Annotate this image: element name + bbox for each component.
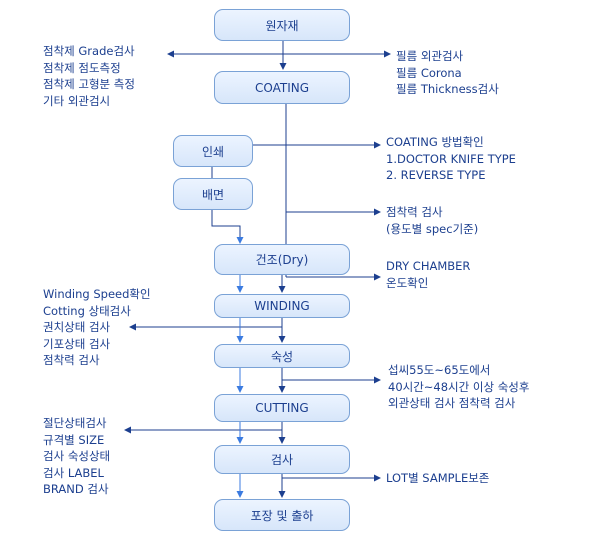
note-line: 점착제 점도측정 — [43, 60, 121, 75]
note-line: 외관상태 검사 점착력 검사 — [388, 396, 516, 410]
note-line: 검사 LABEL — [43, 465, 104, 480]
step-packing: 포장 및 출하 — [214, 499, 350, 531]
note-line: 절단상태검사 — [43, 416, 107, 430]
note-line: 2. REVERSE TYPE — [386, 168, 486, 182]
note-line: 검사 숙성상태 — [43, 449, 111, 463]
step-raw-material: 원자재 — [214, 9, 350, 41]
note-line: BRAND 검사 — [43, 482, 109, 496]
note-line: 온도확인 — [386, 275, 429, 290]
step-coating: COATING — [214, 71, 350, 104]
note-line: 기포상태 검사 — [43, 336, 111, 351]
note-line: 필름 외관검사 — [396, 49, 464, 63]
note-film-checks: 필름 외관검사 필름 Corona 필름 Thickness검사 — [396, 48, 499, 98]
note-line: COATING 방법확인 — [386, 135, 484, 149]
note-line: 40시간~48시간 이상 숙성후 — [388, 379, 530, 394]
step-cutting: CUTTING — [214, 394, 350, 422]
note-line: Cotting 상태검사 — [43, 303, 131, 318]
note-winding-checks: Winding Speed확인 Cotting 상태검사 권치상태 검사 기포상… — [43, 286, 151, 369]
step-backing: 배면 — [173, 178, 253, 210]
note-coating-method: COATING 방법확인 1.DOCTOR KNIFE TYPE 2. REVE… — [386, 134, 516, 184]
step-winding: WINDING — [214, 294, 350, 318]
note-line: Winding Speed확인 — [43, 287, 151, 301]
step-drying: 건조(Dry) — [214, 244, 350, 275]
note-adhesive-checks: 점착제 Grade검사 점착제 점도측정 점착제 고형분 측정 기타 외관검시 — [43, 43, 135, 109]
note-line: DRY CHAMBER — [386, 259, 471, 273]
note-cutting-checks: 절단상태검사 규격별 SIZE 검사 숙성상태 검사 LABEL BRAND 검… — [43, 415, 110, 498]
connector-backing-drying — [211, 210, 244, 244]
note-line: 권치상태 검사 — [43, 320, 111, 334]
step-aging: 숙성 — [214, 344, 350, 368]
note-line: 1.DOCTOR KNIFE TYPE — [386, 151, 516, 166]
note-line: 기타 외관검시 — [43, 93, 111, 108]
note-sample-keep: LOT별 SAMPLE보존 — [386, 470, 489, 487]
note-line: 점착제 고형분 측정 — [43, 77, 135, 91]
note-line: 필름 Corona — [396, 65, 462, 80]
note-line: 필름 Thickness검사 — [396, 82, 499, 96]
note-line: 규격별 SIZE — [43, 432, 105, 447]
note-line: (용도별 spec기준) — [386, 221, 479, 236]
note-aging-checks: 섭씨55도~65도에서 40시간~48시간 이상 숙성후 외관상태 검사 점착력… — [388, 362, 529, 412]
note-line: 점착력 검사 — [386, 205, 443, 219]
note-adhesion-check: 점착력 검사 (용도별 spec기준) — [386, 204, 478, 237]
note-line: 섭씨55도~65도에서 — [388, 363, 491, 377]
note-line: LOT별 SAMPLE보존 — [386, 471, 490, 485]
step-printing: 인쇄 — [173, 135, 253, 167]
step-inspection: 검사 — [214, 445, 350, 474]
note-line: 점착제 Grade검사 — [43, 44, 135, 58]
note-dry-chamber: DRY CHAMBER 온도확인 — [386, 258, 470, 291]
note-line: 점착력 검사 — [43, 353, 100, 367]
